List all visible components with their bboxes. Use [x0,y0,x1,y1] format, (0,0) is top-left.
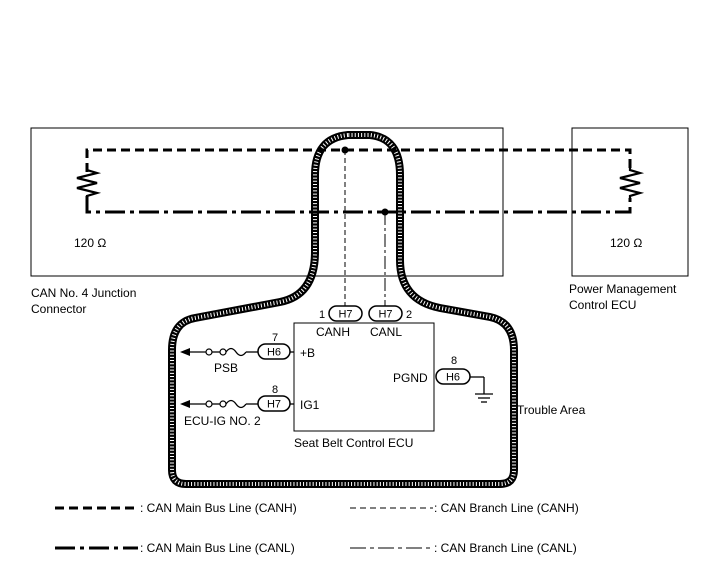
junction-label-line1: CAN No. 4 Junction [31,286,136,300]
ground-icon [470,376,493,403]
legend: : CAN Main Bus Line (CANH) : CAN Branch … [55,501,579,555]
trouble-area-outline [168,131,518,488]
svg-text:H7: H7 [267,399,281,411]
resistor-right [619,166,645,200]
psb-circuit [180,347,294,357]
power-ecu-label-line2: Control ECU [569,298,636,312]
svg-text:H7: H7 [338,309,352,321]
trouble-area-label: Trouble Area [517,403,586,417]
ecu-ig-fuse-label: ECU-IG NO. 2 [184,414,261,428]
svg-text:H6: H6 [267,347,281,359]
junction-label-line2: Connector [31,302,86,316]
connector-h7-pin8: H7 [257,395,291,412]
canl-pin-label: CANL [370,325,402,339]
connector-h6-pin7: H6 [257,343,291,360]
left-resistor-label: 120 Ω [74,236,106,250]
resistor-left [76,166,102,200]
right-resistor-label: 120 Ω [610,236,642,250]
plus-b-pin-label: +B [300,346,315,360]
svg-text:H6: H6 [446,372,460,384]
legend-text-branch-canl: : CAN Branch Line (CANL) [434,541,577,555]
legend-text-main-canh: : CAN Main Bus Line (CANH) [140,501,297,515]
canh-pin-label: CANH [316,325,350,339]
power-management-ecu-box [571,127,689,277]
seat-belt-ecu-box [293,322,435,432]
connector-h7-pin1: H7 [328,305,363,322]
ecu-ig-circuit [180,399,294,409]
junction-connector-box [30,127,504,277]
connector-h6-pgnd: H6 [435,368,471,385]
connector-h7-pin2: H7 [368,305,403,322]
pgnd-pin-label: PGND [393,371,428,385]
ig1-pin-label: IG1 [300,398,320,412]
psb-fuse-label: PSB [214,361,238,375]
can-main-bus-canl [85,196,632,214]
svg-text:H7: H7 [378,309,392,321]
legend-text-branch-canh: : CAN Branch Line (CANH) [434,501,579,515]
pin-number-8-ig1: 8 [272,384,278,396]
power-ecu-label-line1: Power Management [569,282,677,296]
pin-number-8-pgnd: 8 [451,355,457,367]
can-main-bus-canh [85,148,632,172]
seat-belt-ecu-label: Seat Belt Control ECU [294,436,413,450]
pin-number-1: 1 [319,309,325,321]
pin-number-2: 2 [406,309,412,321]
legend-text-main-canl: : CAN Main Bus Line (CANL) [140,541,295,555]
pin-number-7: 7 [272,332,278,344]
